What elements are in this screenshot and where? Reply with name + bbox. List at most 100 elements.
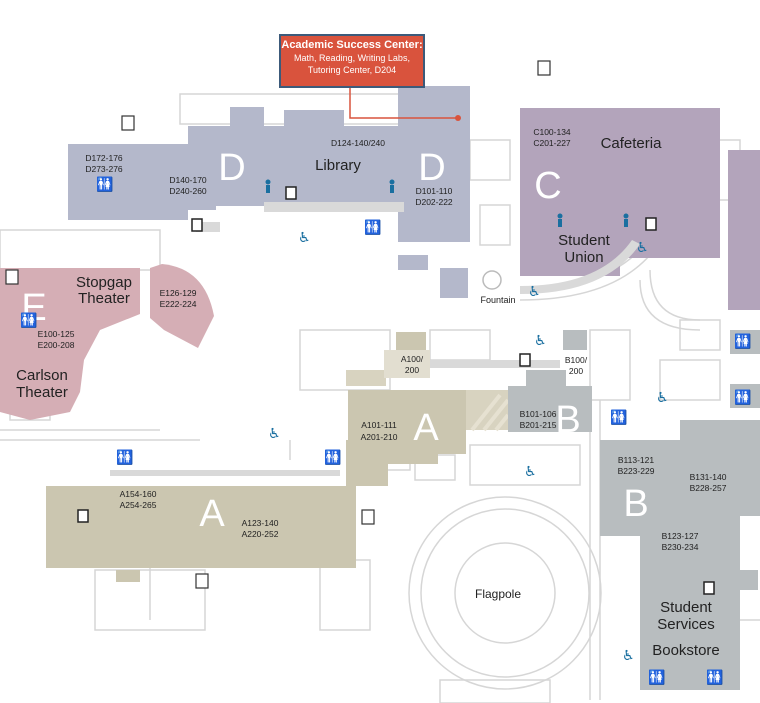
room-d273: D273-276 bbox=[85, 164, 123, 174]
building-a-letter-top: A bbox=[413, 407, 439, 449]
phone-icon bbox=[121, 115, 135, 131]
room-b131: B131-140 bbox=[690, 472, 727, 482]
student-services-label-1: Student bbox=[660, 599, 713, 616]
room-d202: D202-222 bbox=[415, 197, 453, 207]
person-icon bbox=[265, 179, 271, 193]
room-d240: D240-260 bbox=[169, 186, 207, 196]
callout-line-1: Math, Reading, Writing Labs, bbox=[294, 53, 410, 63]
academic-success-callout[interactable]: Academic Success Center: Math, Reading, … bbox=[279, 34, 425, 88]
restroom-icon: 🚻 bbox=[734, 333, 751, 350]
person-icon bbox=[557, 213, 563, 227]
accessible-icon: ♿ bbox=[636, 240, 649, 256]
fountain-icon bbox=[482, 270, 502, 290]
callout-line-2: Tutoring Center, D204 bbox=[307, 65, 397, 75]
room-a154: A154-160 bbox=[120, 489, 157, 499]
room-d172: D172-176 bbox=[85, 153, 123, 163]
room-c201: C201-227 bbox=[533, 138, 571, 148]
building-e-letter: E bbox=[21, 287, 46, 329]
bookstore-label: Bookstore bbox=[652, 642, 720, 659]
accessible-icon: ♿ bbox=[528, 284, 541, 300]
room-b200: 200 bbox=[569, 366, 583, 376]
room-b100: B100/ bbox=[565, 355, 588, 365]
fountain-label: Fountain bbox=[480, 295, 515, 305]
room-a101: A101-111 bbox=[361, 420, 397, 430]
phone-icon bbox=[195, 573, 209, 589]
accessible-icon: ♿ bbox=[656, 390, 669, 406]
library-label: Library bbox=[315, 157, 361, 174]
room-a100: A100/ bbox=[401, 354, 424, 364]
building-d-letter-left: D bbox=[218, 147, 245, 189]
carlson-theater-label-2: Theater bbox=[16, 384, 68, 401]
elevator-icon bbox=[645, 217, 657, 231]
restroom-icon: 🚻 bbox=[610, 409, 627, 426]
phone-icons bbox=[5, 60, 551, 589]
room-b123: B123-127 bbox=[662, 531, 699, 541]
restroom-icon: 🚻 bbox=[96, 176, 113, 193]
room-d101: D101-110 bbox=[416, 186, 453, 196]
restroom-icon: 🚻 bbox=[364, 219, 381, 236]
phone-icon bbox=[361, 509, 375, 525]
phone-icon bbox=[5, 269, 19, 285]
room-b223: B223-229 bbox=[618, 466, 655, 476]
building-b-letter-bottom: B bbox=[623, 483, 648, 525]
carlson-theater-label-1: Carlson bbox=[16, 367, 68, 384]
accessible-icon: ♿ bbox=[268, 426, 281, 442]
room-a200: 200 bbox=[405, 365, 419, 375]
room-a201: A201-210 bbox=[361, 432, 398, 442]
room-a254: A254-265 bbox=[120, 500, 157, 510]
callout-pointer-dot bbox=[455, 115, 461, 121]
elevator-icon bbox=[703, 581, 715, 595]
callout-title: Academic Success Center: bbox=[281, 39, 423, 51]
elevator-icon bbox=[77, 509, 89, 523]
student-services-label-2: Services bbox=[657, 616, 715, 633]
accessible-icon: ♿ bbox=[524, 464, 537, 480]
accessible-icon: ♿ bbox=[298, 230, 311, 246]
building-b-letter-top: B bbox=[555, 399, 580, 441]
room-e200: E200-208 bbox=[38, 340, 75, 350]
room-c100: C100-134 bbox=[533, 127, 571, 137]
restroom-icon: 🚻 bbox=[116, 449, 133, 466]
restroom-icon: 🚻 bbox=[324, 449, 341, 466]
student-union-label-2: Union bbox=[564, 249, 603, 266]
building-d-letter-right: D bbox=[418, 147, 445, 189]
elevator-icons bbox=[77, 186, 715, 595]
room-b230: B230-234 bbox=[662, 542, 699, 552]
building-d[interactable] bbox=[68, 86, 470, 298]
room-a123: A123-140 bbox=[242, 518, 279, 528]
cafeteria-label: Cafeteria bbox=[601, 135, 663, 152]
building-e[interactable] bbox=[0, 264, 214, 420]
room-e222: E222-224 bbox=[160, 299, 197, 309]
building-a[interactable] bbox=[46, 332, 508, 582]
building-b[interactable] bbox=[508, 330, 760, 690]
room-e100: E100-125 bbox=[38, 329, 75, 339]
restroom-icon: 🚻 bbox=[648, 669, 665, 686]
stopgap-theater-label-1: Stopgap bbox=[76, 274, 132, 291]
restroom-icon: 🚻 bbox=[734, 389, 751, 406]
room-a220: A220-252 bbox=[242, 529, 279, 539]
elevator-icon bbox=[191, 218, 203, 232]
accessible-icon: ♿ bbox=[622, 648, 635, 664]
callout-pointer bbox=[349, 88, 458, 119]
building-a-letter-bottom: A bbox=[199, 493, 225, 535]
elevator-icon bbox=[519, 353, 531, 367]
room-b101: B101-106 bbox=[520, 409, 557, 419]
room-b201: B201-215 bbox=[520, 420, 557, 430]
room-e126: E126-129 bbox=[160, 288, 197, 298]
accessible-icon: ♿ bbox=[534, 333, 547, 349]
room-b228: B228-257 bbox=[690, 483, 727, 493]
elevator-icon bbox=[285, 186, 297, 200]
room-b113: B113-121 bbox=[618, 455, 655, 465]
room-d124: D124-140/240 bbox=[331, 138, 385, 148]
person-icon bbox=[623, 213, 629, 227]
phone-icon bbox=[537, 60, 551, 76]
flagpole-label: Flagpole bbox=[475, 587, 521, 601]
restroom-icon: 🚻 bbox=[20, 312, 37, 329]
hatched-connector bbox=[470, 393, 510, 432]
building-c-letter: C bbox=[534, 165, 561, 207]
room-d140: D140-170 bbox=[169, 175, 207, 185]
walkways bbox=[110, 202, 640, 476]
restroom-icon: 🚻 bbox=[706, 669, 723, 686]
person-icon bbox=[389, 179, 395, 193]
student-union-label-1: Student bbox=[558, 232, 611, 249]
